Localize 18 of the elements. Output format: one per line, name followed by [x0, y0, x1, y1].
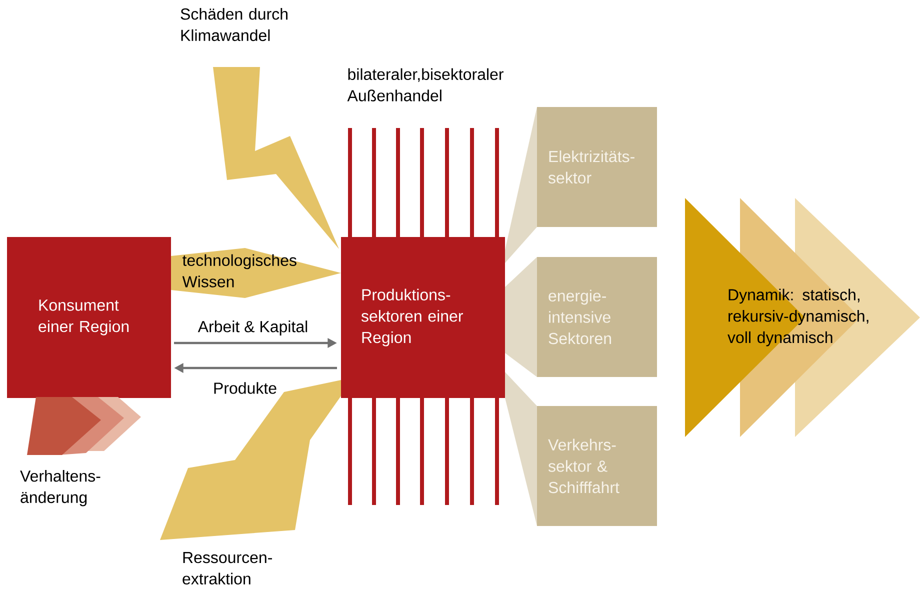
caption-text: Verhaltens- änderung	[20, 470, 100, 506]
sector-box: energie- intensive Sektoren	[537, 257, 657, 377]
fan-connector	[505, 107, 537, 263]
sector-box: Verkehrs- sektor & Schifffahrt	[537, 406, 657, 526]
caption-text: Schäden durch Klimawandel	[180, 8, 288, 42]
sector-box: Elektrizitäts- sektor	[537, 107, 657, 227]
region-box: Konsument einer Region	[7, 237, 171, 398]
edge-label: Produkte	[210, 379, 280, 397]
lightning-band	[160, 380, 341, 540]
wedge-arrow	[171, 248, 341, 298]
fan-connector	[505, 372, 537, 526]
caption-text: Ressourcen- extraktion	[182, 552, 272, 584]
edge-label: technologisches Wissen	[182, 254, 296, 288]
lightning-arrow	[213, 67, 339, 249]
edge-label: Arbeit & Kapital	[195, 318, 311, 338]
fan-connector	[505, 257, 537, 377]
region-box: Produktions- sektoren einer Region	[341, 237, 505, 398]
trade-label: bilateraler,bisektoraler Außenhandel	[347, 68, 504, 102]
